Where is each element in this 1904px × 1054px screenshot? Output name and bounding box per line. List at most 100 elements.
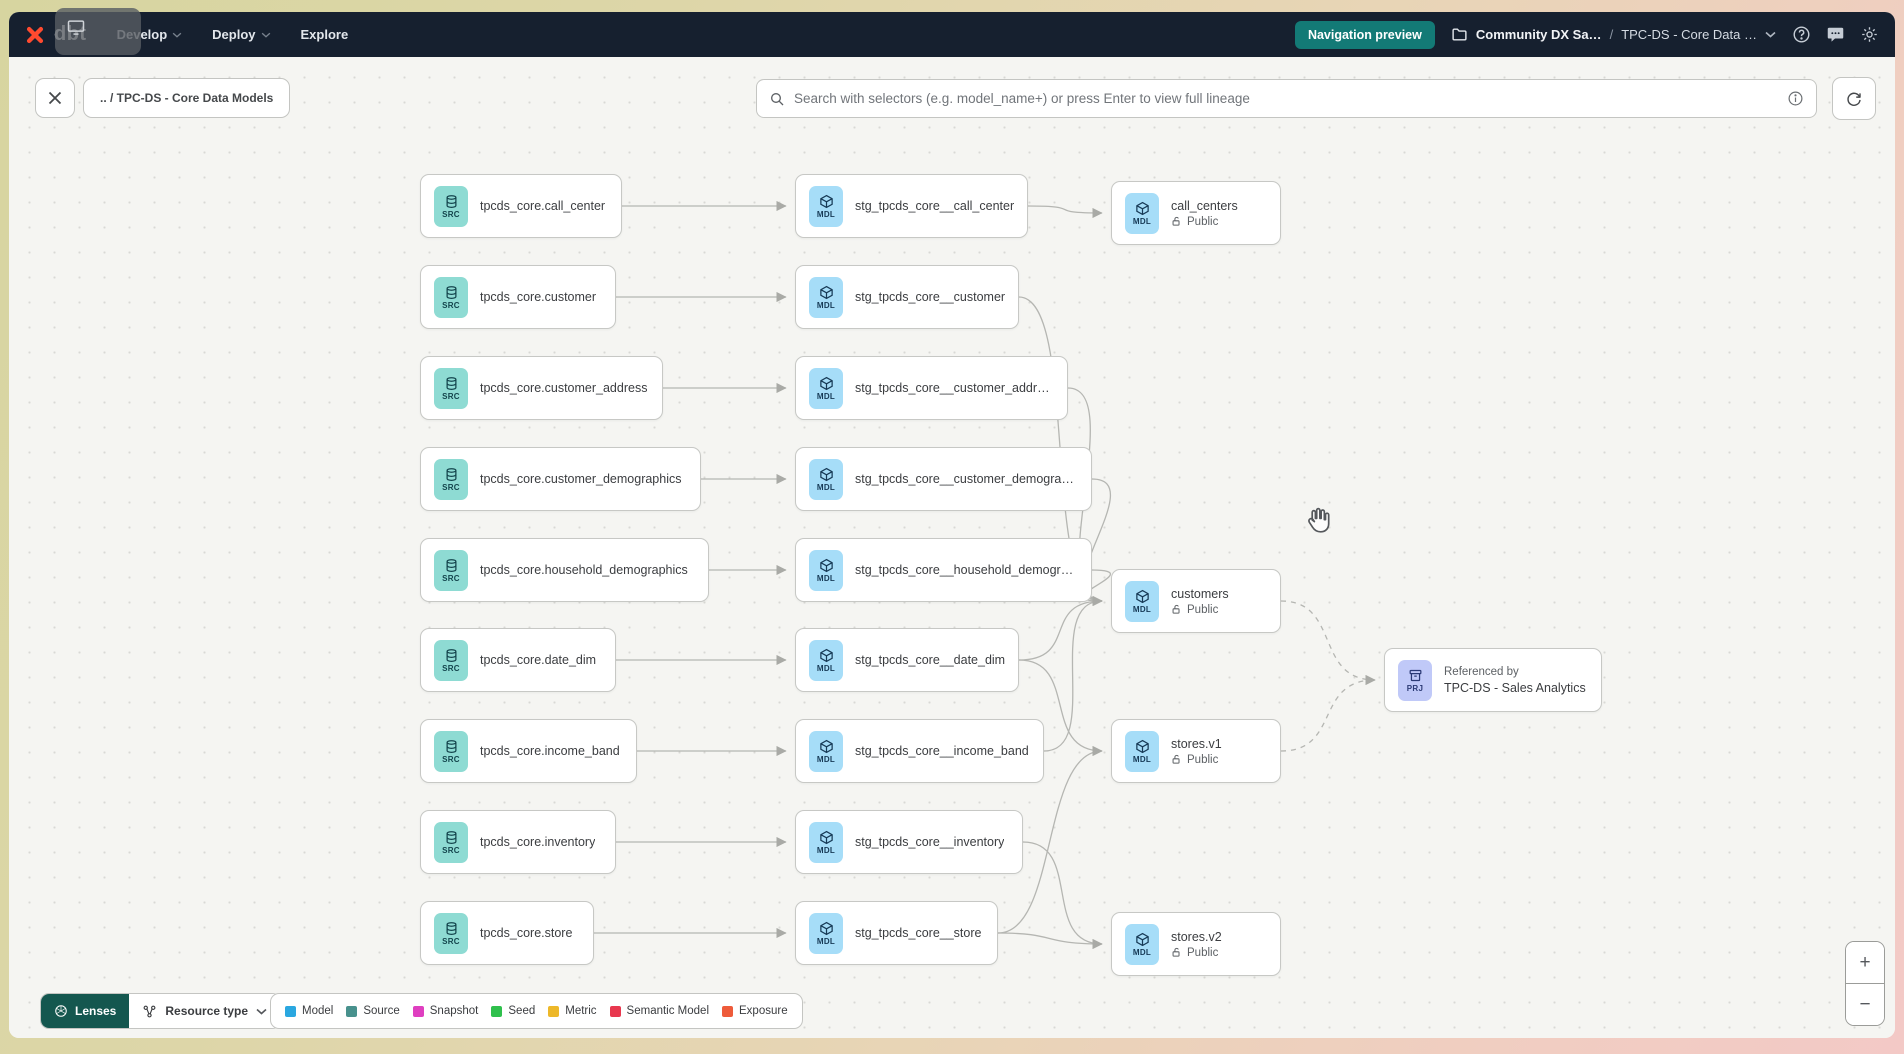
lock-open-icon (1172, 604, 1180, 614)
zoom-out-button[interactable]: − (1846, 984, 1884, 1025)
database-icon (446, 376, 456, 390)
node-label: tpcds_core.date_dim (480, 653, 597, 667)
cube-icon (819, 194, 833, 208)
node-type-icon: SRC (434, 458, 468, 500)
node-type-icon: MDL (809, 912, 843, 954)
chevron-down-icon (256, 1008, 267, 1015)
node-label: stg_tpcds_core__customer_address (855, 381, 1055, 395)
node-label: stg_tpcds_core__household_demogr… (855, 563, 1074, 577)
cube-icon (819, 739, 833, 753)
node-label: tpcds_core.customer_address (480, 381, 648, 395)
navigation-preview-badge[interactable]: Navigation preview (1294, 20, 1435, 49)
database-icon (446, 921, 456, 935)
edge-m_date-p_cust (1018, 595, 1103, 661)
legend-label: Source (363, 1005, 400, 1017)
legend-label: Snapshot (429, 1005, 479, 1017)
folder-icon (1452, 28, 1467, 41)
cube-icon (819, 648, 833, 662)
edge-m_cc-p_cc (1027, 205, 1103, 219)
lenses-button[interactable]: Lenses (41, 994, 130, 1028)
node-type-icon: MDL (1125, 192, 1159, 234)
help-icon[interactable] (1792, 25, 1811, 44)
graph-node-m_cdemo[interactable]: MDL stg_tpcds_core__customer_demogra… (795, 447, 1092, 511)
screen-share-icon (67, 20, 85, 35)
node-type-badge: SRC (442, 936, 460, 946)
project-breadcrumb[interactable]: Community DX Sa… / TPC-DS - Core Data … (1451, 26, 1776, 43)
legend-item-metric: Metric (548, 1005, 597, 1017)
zoom-controls: + − (1845, 941, 1885, 1026)
chevron-down-icon (261, 32, 270, 38)
node-type-badge: SRC (442, 482, 460, 492)
search-icon (771, 92, 784, 105)
node-type-badge: SRC (442, 845, 460, 855)
node-type-icon: MDL (809, 730, 843, 772)
close-icon (48, 91, 62, 105)
menu-deploy[interactable]: Deploy (212, 27, 270, 42)
close-lineage-button[interactable] (35, 78, 75, 118)
refresh-icon (1847, 92, 1861, 106)
project-name: TPC-DS - Core Data … (1621, 27, 1757, 42)
lenses-control: Lenses Resource type (40, 993, 282, 1029)
node-type-icon: MDL (809, 367, 843, 409)
cube-icon (819, 921, 833, 935)
node-access: Public (1171, 604, 1229, 616)
node-type-badge: MDL (816, 754, 836, 764)
legend-swatch (412, 1005, 424, 1017)
node-type-badge: MDL (1132, 754, 1152, 764)
graph-node-m_hdemo[interactable]: MDL stg_tpcds_core__household_demogr… (795, 538, 1092, 602)
zoom-in-button[interactable]: + (1846, 942, 1884, 984)
graph-node-m_store[interactable]: MDL stg_tpcds_core__store (795, 901, 998, 965)
node-type-badge: MDL (816, 482, 836, 492)
database-icon (446, 194, 456, 208)
node-label: stg_tpcds_core__customer_demogra… (855, 472, 1074, 486)
info-icon[interactable] (1787, 90, 1804, 107)
legend-item-seed: Seed (491, 1005, 535, 1017)
node-label: stg_tpcds_core__store (855, 926, 982, 940)
legend-item-exposure: Exposure (722, 1005, 788, 1017)
cube-icon (1135, 739, 1149, 753)
search-input[interactable] (794, 91, 1778, 106)
cube-icon (819, 376, 833, 390)
lineage-breadcrumb[interactable]: .. / TPC-DS - Core Data Models (83, 78, 291, 118)
menu-label: Deploy (212, 27, 256, 42)
lenses-label: Lenses (75, 1004, 117, 1018)
legend-item-source: Source (346, 1005, 400, 1017)
node-type-icon: SRC (434, 549, 468, 591)
feedback-chat-icon[interactable] (1826, 25, 1845, 44)
legend-swatch (722, 1005, 734, 1017)
node-type-badge: MDL (816, 391, 836, 401)
menu-explore[interactable]: Explore (301, 27, 349, 42)
node-type-icon: MDL (809, 639, 843, 681)
database-icon (446, 830, 456, 844)
resource-type-dropdown[interactable]: Resource type (129, 994, 281, 1028)
graph-node-m_addr[interactable]: MDL stg_tpcds_core__customer_address (795, 356, 1068, 420)
resource-type-icon (143, 1005, 156, 1017)
node-type-icon: PRJ (1398, 659, 1432, 701)
legend-item-semantic-model: Semantic Model (609, 1005, 709, 1017)
node-type-icon: MDL (809, 549, 843, 591)
refresh-lineage-button[interactable] (1832, 77, 1876, 120)
node-label: tpcds_core.income_band (480, 744, 620, 758)
legend-swatch (491, 1005, 503, 1017)
settings-gear-icon[interactable] (1860, 25, 1879, 44)
